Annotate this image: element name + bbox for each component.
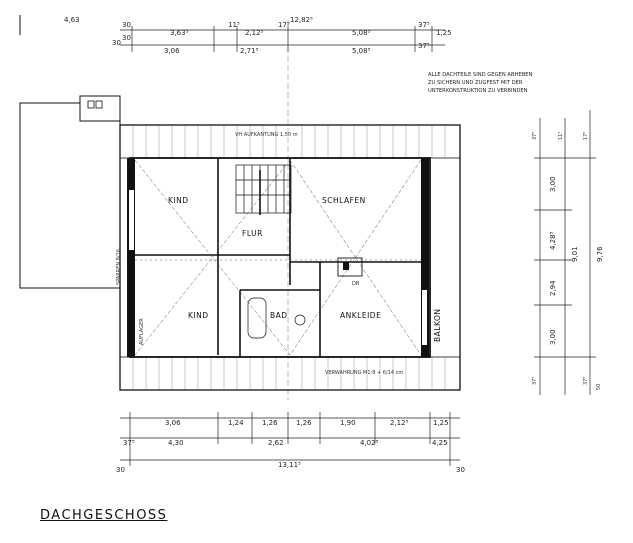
dim-label: 3,06 [164,47,180,55]
chimney-box [79,95,121,122]
dim-label: 1,25 [433,419,449,427]
dim-label: 17⁵ [278,21,290,29]
dim-label: 4,30 [168,439,184,447]
room-label-balkon: BALKON [433,309,442,342]
right-window-opening [422,290,427,345]
top-band-label: VH AUFKANTUNG 1,50 m [235,132,298,138]
room-label-ankleide: ANKLEIDE [340,311,381,320]
chimney-flue [87,100,95,109]
dim-label: 4,25 [432,439,448,447]
left-window-opening [129,190,134,250]
dim-label: 1,26 [262,419,278,427]
note-line: UNTERKONSTRUKTION ZU VERBINDEN [428,88,528,94]
dim-label: 37⁵ [583,377,589,385]
rafter-label: SPARREN 8/16 [116,249,122,285]
note-line: ALLE DACHTEILE SIND GEGEN ABHEBEN [428,72,533,78]
lower-floor-outline [19,102,121,289]
room-label-kind-top: KIND [168,196,189,205]
dim-label: 30 [456,466,465,474]
chimney-flue [95,100,103,109]
roof-band-bottom [119,356,461,391]
top-overall-dim: 12,82⁵ [290,16,313,24]
dim-label: 2,62 [268,439,284,447]
dim-label: 2,94 [549,280,557,296]
dim-label: 11⁵ [558,132,564,140]
dim-label: 30 [122,34,131,42]
roof-band-top [119,124,461,159]
dim-label: 37⁵ [123,439,135,447]
washbasin [294,314,306,326]
dim-label: 3,06 [165,419,181,427]
room-label-schlafen: SCHLAFEN [322,196,366,205]
room-label-kind-bottom: KIND [188,311,209,320]
dim-label: 9,01 [571,246,579,262]
dim-label: 3,00 [549,329,557,345]
right-dimension-chain [534,110,596,395]
dim-label: 11⁵ [228,21,240,29]
dim-label: 3,63⁵ [170,29,189,37]
dim-label: 37⁵ [418,42,430,50]
dim-label: 5,08⁵ [352,29,371,37]
dim-label: 1,90 [340,419,356,427]
chimney-label: DB [352,281,360,287]
dim-label: 2,12⁵ [390,419,409,427]
dim-label: 1,26 [296,419,312,427]
rafter-hatching [132,125,446,390]
bottom-dimension-chain [120,412,460,466]
dim-label: 37⁵ [532,132,538,140]
dim-label: 3,00 [549,176,557,192]
dim-label: 2,71⁵ [240,47,259,55]
dim-label: 30 [122,21,131,29]
dim-label: 4,28⁵ [549,231,557,250]
attic-label: AUFLAGER [139,318,145,345]
construction-note: ALLE DACHTEILE SIND GEGEN ABHEBEN ZU SIC… [428,72,533,94]
chimney-stack [337,257,363,277]
top-dimension-chain [120,26,445,52]
right-gable-wall [421,158,429,357]
drawing-title: DACHGESCHOSS [40,508,168,523]
outer-wall [129,157,431,358]
dim-label: 37⁵ [418,21,430,29]
bottom-overall-dim: 13,11⁵ [278,461,301,469]
bottom-band-label: VERWAHRUNG M1:8 + 6/14 cm [325,370,403,376]
room-label-flur: FLUR [242,229,263,238]
dim-label: 9,76 [596,246,604,262]
interior-walls [135,158,421,357]
room-label-bad: BAD [270,311,288,320]
dim-label: 1,24 [228,419,244,427]
staircase [235,164,292,214]
dim-label: 30 [112,39,121,47]
left-gable-wall [127,158,135,357]
dim-label: 5,08⁵ [352,47,371,55]
dim-label: 30 [116,466,125,474]
dim-label: 17⁵ [583,132,589,140]
dim-label: 37⁵ [532,377,538,385]
note-line: ZU SICHERN UND ZUGFEST MIT DER [428,80,523,86]
dim-label: 1,25 [436,29,452,37]
bathtub [247,297,267,339]
dim-label: 2,12⁵ [245,29,264,37]
top-left-total-dim: 4,63 [64,16,80,24]
roof-ridge-lines [134,159,422,356]
dim-label: 50 [596,384,602,390]
chimney-flue-dark [343,262,349,270]
dim-label: 4,02⁵ [360,439,379,447]
